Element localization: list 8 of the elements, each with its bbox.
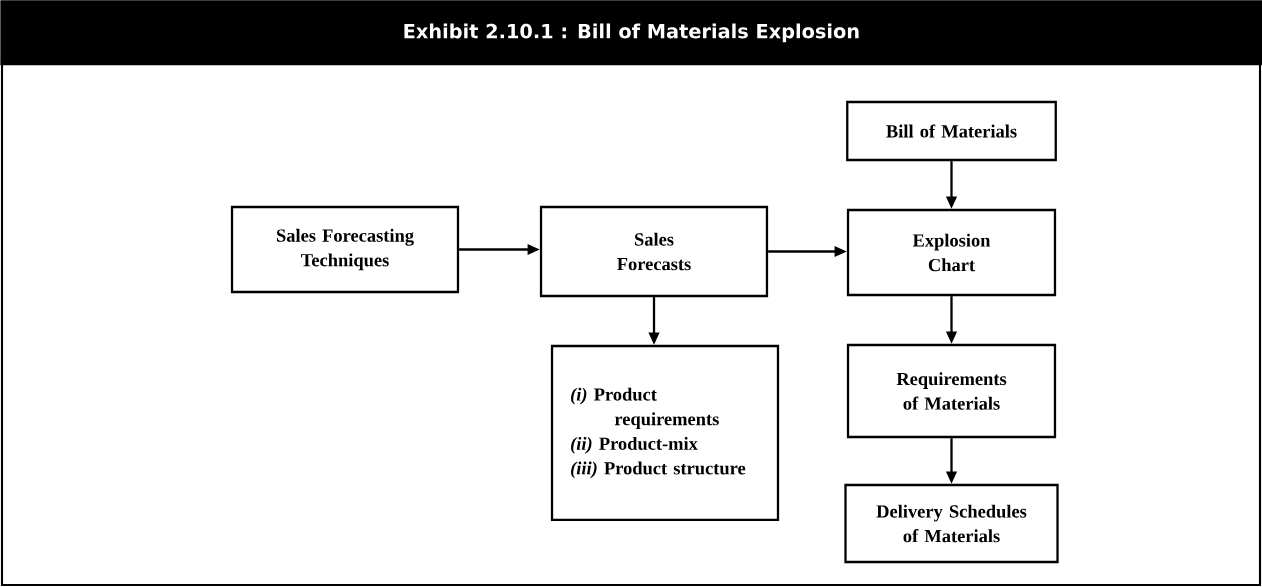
process-box: Sales Forecasting Techniques (230, 205, 460, 294)
process-box: Delivery Schedules of Materials (844, 483, 1059, 564)
process-box: Sales Forecasts (539, 205, 769, 298)
title-band: Exhibit 2.10.1 : Bill of Materials Explosion (0, 0, 1262, 66)
process-box: (i) Product requirements (ii) Product-mix (iii) Product structure (550, 344, 780, 522)
process-box: Bill of Materials (846, 100, 1057, 162)
process-box: Explosion Chart (846, 208, 1057, 297)
process-box: Requirements of Materials (846, 343, 1057, 439)
